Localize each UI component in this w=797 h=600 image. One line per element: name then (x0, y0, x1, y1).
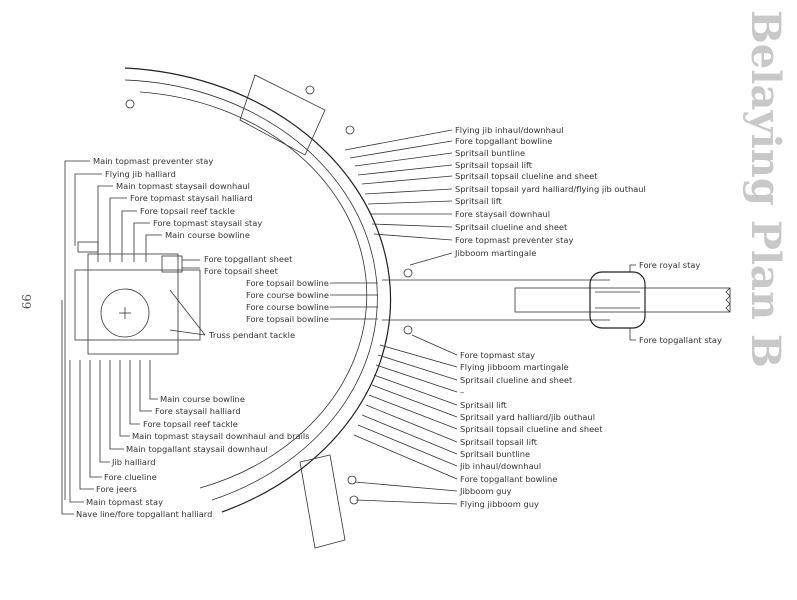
label: Spritsail buntline (460, 449, 530, 459)
label: Fore topgallant bowline (455, 136, 552, 146)
left-upper-labels: Main topmast preventer stay Flying jib h… (93, 156, 293, 276)
label: Flying jib halliard (105, 169, 176, 179)
label-fore-royal-stay: Fore royal stay (639, 260, 700, 270)
label: Truss pendant tackle (208, 330, 295, 340)
label: Fore clueline (104, 472, 157, 482)
label: Spritsail lift (460, 400, 508, 410)
label: Main topmast stay (86, 497, 163, 507)
label: Fore topsail bowline (246, 278, 329, 288)
label: Main topmast staysail downhaul (116, 181, 250, 191)
label: Spritsail topsail yard halliard/flying j… (455, 184, 646, 194)
label: Nave line/fore topgallant halliard (76, 509, 212, 519)
label: Fore topsail sheet (204, 266, 279, 276)
label: Fore staysail downhaul (455, 209, 550, 219)
label: Fore topmast staysail halliard (130, 193, 253, 203)
label: Fore course bowline (246, 302, 329, 312)
label: Spritsail clueline and sheet (455, 222, 568, 232)
label: Spritsail topsail clueline and sheet (460, 424, 603, 434)
label: Flying jibboom guy (460, 499, 539, 509)
page-title: Belaying Plan B (742, 10, 789, 368)
right-leaders (344, 129, 458, 505)
label: Fore jeers (96, 484, 137, 494)
label: Main course bowline (165, 230, 250, 240)
label: Fore topgallant bowline (460, 474, 557, 484)
bitt-pin (125, 99, 135, 109)
center-labels: Fore topsail bowline Fore course bowline… (208, 278, 329, 340)
label: Spritsail topsail lift (460, 437, 538, 447)
label: Fore topsail reef tackle (140, 206, 235, 216)
label: Fore topsail reef tackle (143, 419, 238, 429)
label: Fore topmast preventer stay (455, 235, 573, 245)
right-upper-labels: Flying jib inhaul/downhaul Fore topgalla… (454, 125, 646, 258)
label: Fore staysail halliard (155, 406, 241, 416)
label: Spritsail lift (455, 196, 503, 206)
label: Jibboom martingale (454, 248, 536, 258)
label: Fore topgallant sheet (204, 254, 293, 264)
label: Flying jibboom martingale (460, 362, 569, 372)
bowsprit (382, 268, 731, 335)
label-fore-topgallant-stay: Fore topgallant stay (639, 335, 722, 345)
label: Fore topmast stay (460, 350, 535, 360)
label: Main topgallant staysail downhaul (126, 444, 268, 454)
label: Jibboom guy (459, 486, 512, 496)
label: Fore topmast staysail stay (153, 218, 262, 228)
label: Jib halliard (111, 457, 156, 467)
fore-mast-fife-rail (74, 241, 201, 355)
page-number: 99 (19, 294, 33, 309)
label: – (460, 387, 464, 397)
label: Spritsail buntline (455, 148, 525, 158)
label: Spritsail yard halliard/jib outhaul (460, 412, 595, 422)
cathead-lower (299, 454, 359, 549)
leader-lines (61, 160, 636, 515)
label: Main course bowline (160, 394, 245, 404)
label: Spritsail topsail clueline and sheet (455, 171, 598, 181)
label: Main topmast preventer stay (93, 156, 213, 166)
label: Flying jib inhaul/downhaul (455, 125, 564, 135)
right-lower-labels: Fore topmast stay Flying jibboom marting… (459, 350, 603, 509)
hull-outline (124, 67, 392, 513)
label: Fore course bowline (246, 290, 329, 300)
label: Jib inhaul/downhaul (459, 461, 541, 471)
left-lower-labels: Main course bowline Fore staysail hallia… (76, 394, 310, 519)
label: Spritsail clueline and sheet (460, 375, 573, 385)
label: Main topmast staysail downhaul and brail… (132, 431, 310, 441)
cathead-upper (239, 74, 355, 156)
label: Fore topsail bowline (246, 314, 329, 324)
label: Spritsail topsail lift (455, 160, 533, 170)
